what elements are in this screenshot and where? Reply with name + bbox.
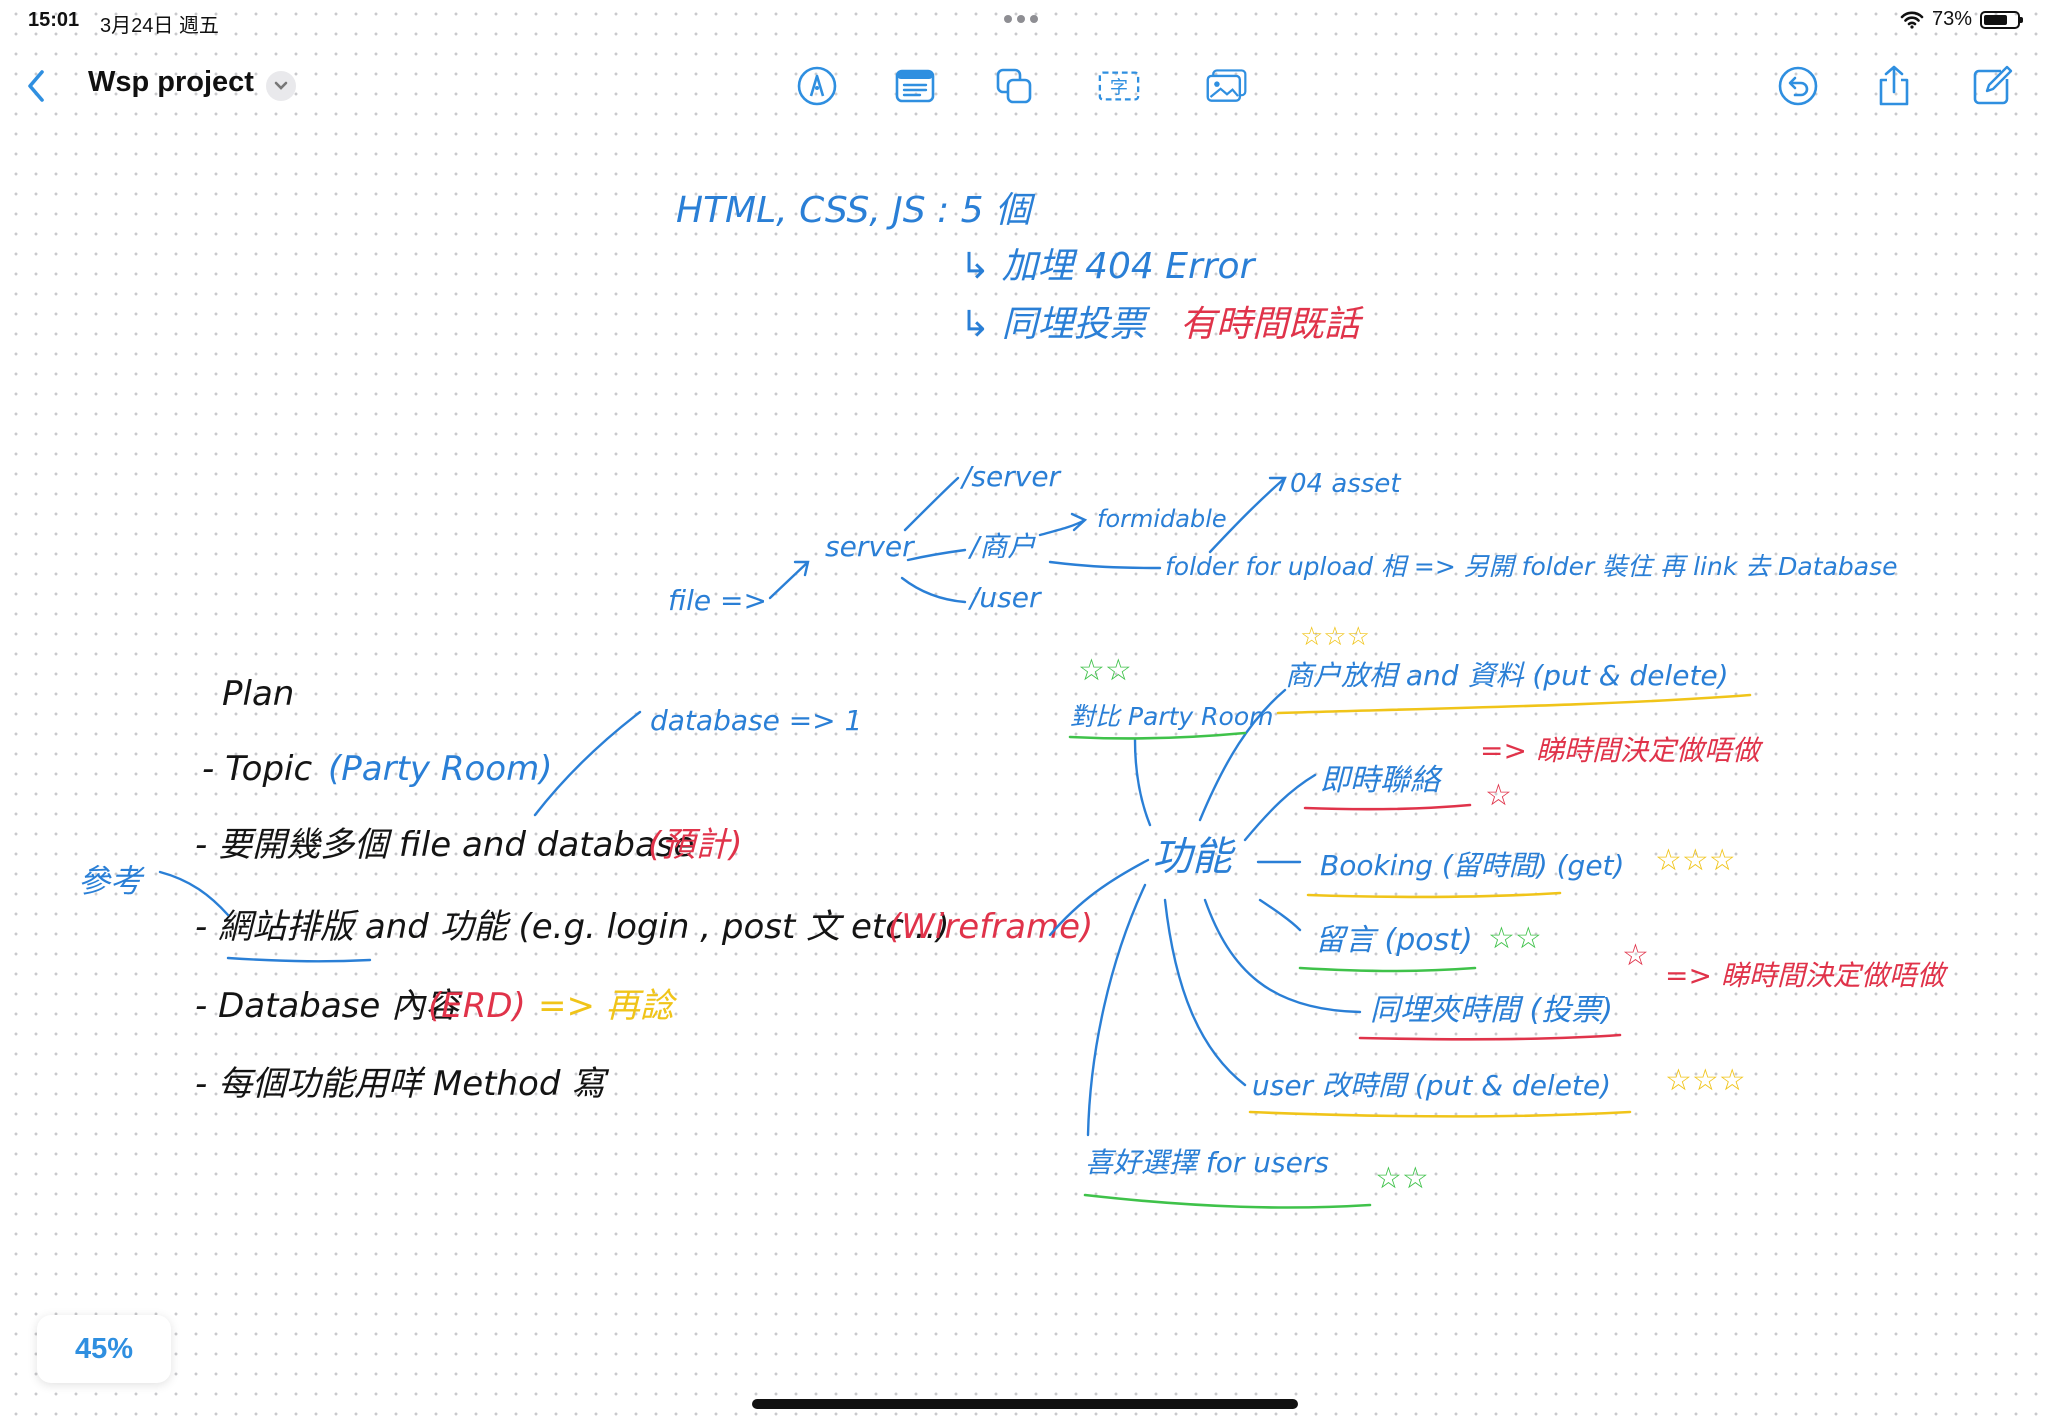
- shapes-icon: [996, 68, 1032, 104]
- undo-button[interactable]: [1776, 64, 1820, 108]
- title-menu-button[interactable]: [266, 71, 296, 101]
- text-box-icon: 字: [1098, 71, 1140, 101]
- status-date: 3月24日 週五: [100, 15, 219, 37]
- status-right-group: 73%: [1900, 8, 2023, 31]
- note-title[interactable]: Wsp project: [88, 66, 254, 98]
- pen-tool-button[interactable]: [795, 64, 839, 108]
- share-button[interactable]: [1872, 64, 1916, 108]
- compose-icon: [1973, 65, 2013, 105]
- shapes-button[interactable]: [993, 64, 1037, 108]
- share-icon: [1879, 65, 1909, 106]
- status-bar: 15:01 3月24日 週五 73%: [0, 0, 2048, 42]
- wifi-icon: [1900, 11, 1924, 29]
- toolbar: Wsp project 字: [0, 50, 2048, 122]
- battery-percent: 73%: [1931, 8, 1972, 30]
- status-time: 15:01: [28, 9, 80, 31]
- compose-button[interactable]: [1970, 64, 2014, 108]
- zoom-indicator[interactable]: 45%: [37, 1315, 171, 1383]
- photo-icon: [1206, 69, 1247, 102]
- text-box-button[interactable]: 字: [1097, 64, 1141, 108]
- chevron-down-icon: [274, 81, 288, 90]
- multitasking-dots[interactable]: [1004, 15, 1038, 23]
- pen-tip-icon: [797, 66, 837, 106]
- battery-icon: [1980, 10, 2023, 29]
- text-note-button[interactable]: [893, 64, 937, 108]
- media-button[interactable]: [1205, 64, 1249, 108]
- back-button[interactable]: [14, 64, 58, 108]
- undo-icon: [1778, 66, 1818, 106]
- text-note-icon: [895, 69, 935, 103]
- home-indicator[interactable]: [752, 1399, 1298, 1409]
- svg-text:字: 字: [1110, 78, 1128, 99]
- chevron-left-icon: [28, 70, 44, 102]
